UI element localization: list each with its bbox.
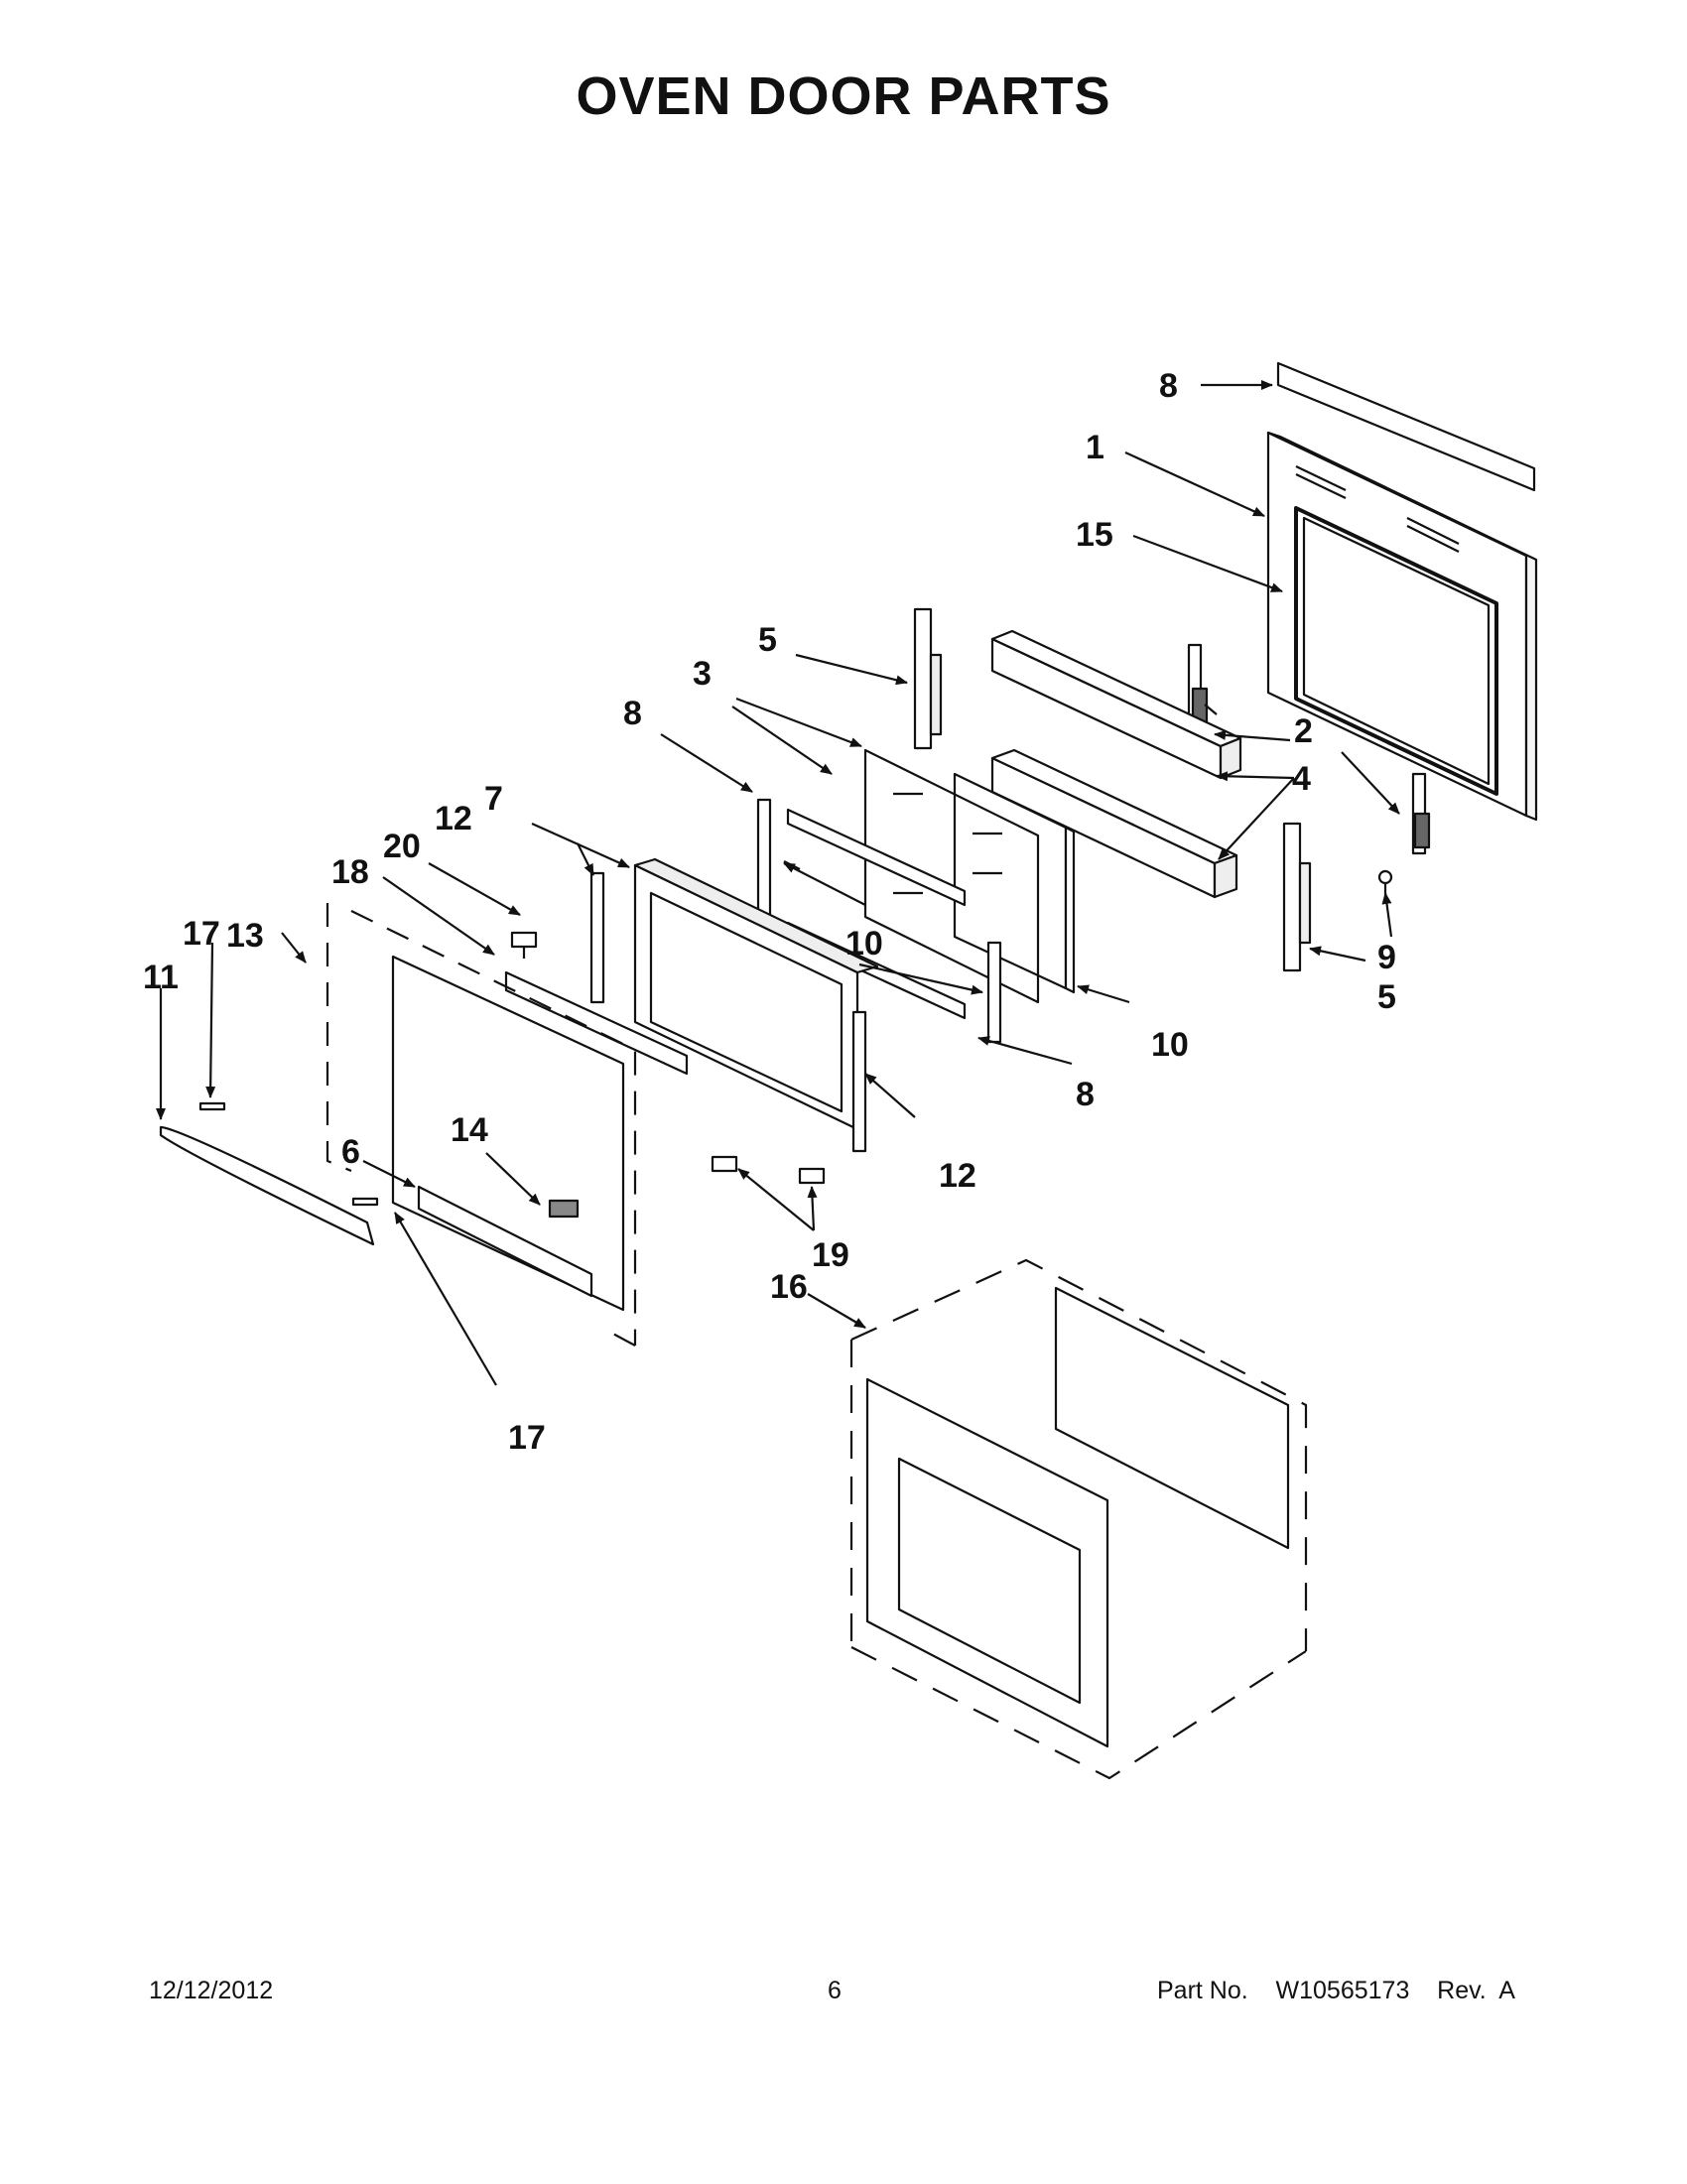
part-5-bracket-upper — [913, 607, 943, 750]
part-17-handle-cap-upper — [198, 1101, 226, 1111]
callout-3: 3 — [693, 655, 712, 693]
callout-10-right: 10 — [1151, 1026, 1189, 1064]
part-10-seal-right — [1064, 826, 1076, 994]
part-7-inner-frame — [633, 857, 879, 1131]
callout-13: 13 — [226, 917, 264, 955]
callout-8-right: 8 — [1076, 1076, 1095, 1113]
footer-date: 12/12/2012 — [149, 1977, 274, 2004]
callout-labels: 8 1 15 5 3 8 2 4 12 7 20 18 13 17 11 10 … — [143, 367, 1396, 1457]
footer-part-number: W10565173 — [1275, 1977, 1410, 2004]
footer-revision: Rev. A — [1437, 1977, 1515, 2004]
callout-20: 20 — [383, 828, 421, 865]
part-20-screw — [510, 931, 538, 959]
footer-part-info: Part No. W10565173 Rev. A — [1157, 1977, 1515, 2005]
callout-4: 4 — [1292, 760, 1311, 798]
part-4-channel-lower — [990, 748, 1238, 899]
callout-15: 15 — [1076, 516, 1113, 554]
part-5-bracket-lower — [1282, 822, 1312, 972]
callout-17-lower: 17 — [508, 1419, 546, 1457]
part-19-screw-left — [711, 1155, 738, 1173]
callout-6: 6 — [341, 1133, 360, 1171]
part-12-side-channel-right — [851, 1010, 867, 1153]
callout-12-upper: 12 — [435, 800, 472, 837]
footer-page-number: 6 — [828, 1977, 842, 2004]
part-8-retainer-right-vertical — [986, 941, 1002, 1044]
part-16-outer-door-assembly — [849, 1258, 1308, 1780]
part-19-screw-right — [798, 1167, 826, 1185]
part-16-outer-door-back-panel — [1054, 1286, 1290, 1550]
part-18-top-bracket — [504, 970, 689, 1076]
part-2-hinge-lower — [1411, 772, 1431, 855]
part-11-door-handle — [159, 1125, 375, 1246]
callout-9: 9 — [1377, 939, 1396, 976]
callout-17-upper: 17 — [183, 915, 220, 953]
callout-10-left: 10 — [845, 925, 883, 963]
part-15-window-frame-gasket — [1294, 506, 1498, 796]
page-title: OVEN DOOR PARTS — [576, 66, 1111, 126]
footer-part-label: Part No. — [1157, 1977, 1248, 2004]
callout-19: 19 — [812, 1236, 849, 1274]
part-9-screw — [1377, 869, 1393, 897]
part-16-outer-door-panel — [865, 1377, 1109, 1748]
callout-18: 18 — [331, 853, 369, 891]
callout-14: 14 — [451, 1111, 488, 1149]
callout-2: 2 — [1294, 712, 1313, 750]
callout-8-left: 8 — [623, 695, 642, 732]
part-8-retainer-top — [786, 808, 967, 907]
callout-11: 11 — [143, 959, 179, 996]
callout-5-upper: 5 — [758, 621, 777, 659]
part-14-badge — [548, 1199, 580, 1219]
callout-arrows — [156, 380, 1400, 1386]
callout-8-top: 8 — [1159, 367, 1178, 405]
callout-1: 1 — [1086, 429, 1104, 466]
part-17-handle-cap-lower — [351, 1197, 379, 1207]
part-13-outer-glass-assembly — [325, 903, 637, 1347]
part-1-inner-door-panel — [1266, 431, 1538, 822]
callout-5-lower: 5 — [1377, 978, 1396, 1016]
callout-12-lower: 12 — [939, 1157, 976, 1195]
callout-7: 7 — [484, 780, 503, 818]
part-2-hinge-upper — [1187, 643, 1218, 726]
part-6-bottom-trim — [417, 1185, 593, 1298]
part-12-side-channel-left — [589, 871, 605, 1004]
callout-16: 16 — [770, 1268, 808, 1306]
part-8-top-gasket-strip — [1276, 361, 1536, 492]
